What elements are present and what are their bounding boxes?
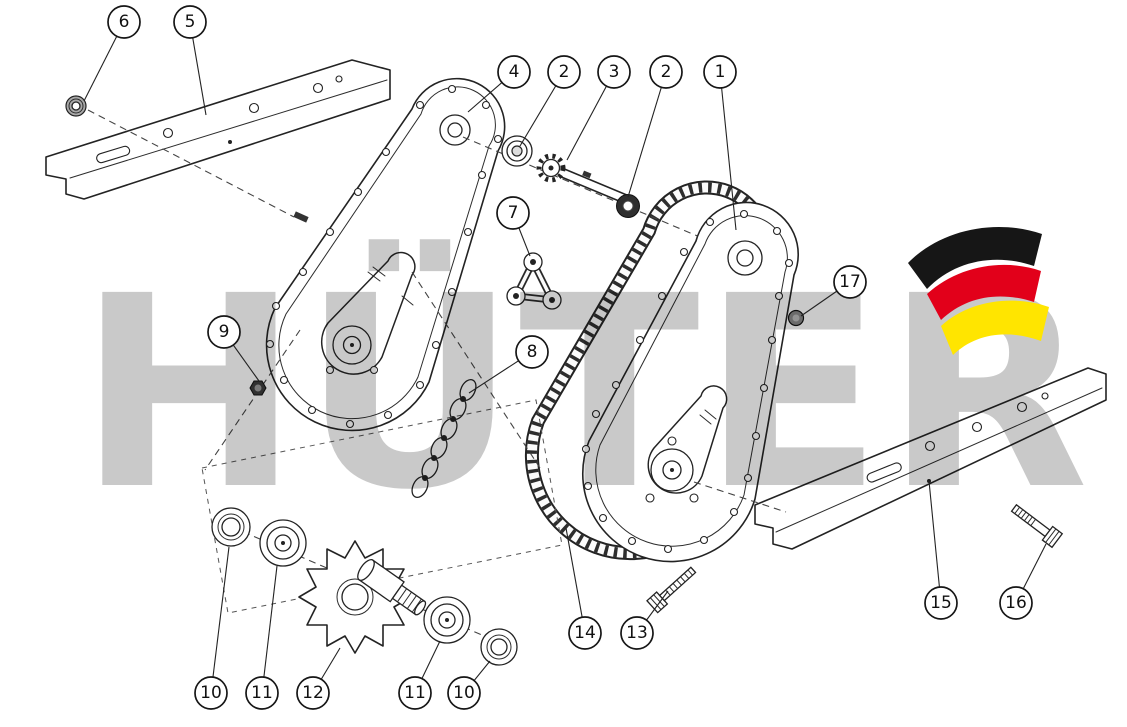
callout-number: 7 — [508, 203, 519, 223]
callout-bubble — [999, 586, 1033, 620]
callout-number: 10 — [453, 683, 475, 703]
callout-leader — [719, 71, 737, 231]
callout-leader — [210, 546, 230, 694]
lower-sprocket-assembly — [211, 507, 518, 666]
washer-part-6 — [65, 95, 87, 117]
callout-15: 15 — [924, 480, 958, 620]
callout-8: 8 — [468, 335, 549, 394]
shaft-lower — [357, 559, 427, 616]
callout-number: 2 — [559, 62, 570, 82]
washer-part-10-right — [480, 628, 518, 666]
callout-bubble — [515, 335, 549, 369]
callout-bubble — [497, 55, 531, 89]
callout-13: 13 — [620, 590, 669, 650]
sprocket-part-3 — [536, 153, 566, 183]
callout-2: 2 — [519, 55, 581, 147]
input-shaft-assembly — [501, 135, 640, 218]
callout-bubble — [703, 55, 737, 89]
mount-rail-right — [754, 367, 1107, 550]
callout-bubble — [296, 676, 330, 710]
callout-10: 10 — [194, 546, 230, 710]
callout-11: 11 — [245, 565, 279, 710]
bearing-part-2-left — [501, 135, 533, 167]
callout-number: 9 — [219, 322, 230, 342]
cover-bolt-holes-right — [581, 209, 794, 554]
callout-bubble — [597, 55, 631, 89]
callout-bubble — [649, 55, 683, 89]
chain-case-cover-right-part-1 — [581, 201, 799, 563]
shaft-key — [582, 170, 592, 179]
callout-number: 4 — [509, 62, 520, 82]
callout-leader — [627, 71, 667, 198]
callout-number: 17 — [839, 272, 861, 292]
callout-4: 4 — [467, 55, 531, 113]
callout-bubble — [568, 616, 602, 650]
tensioner-link-part-7 — [506, 252, 562, 310]
callout-bubble — [447, 676, 481, 710]
cover-bolt-holes-left — [265, 84, 503, 429]
seal-part-2-right — [616, 194, 640, 218]
callout-number: 11 — [251, 683, 273, 703]
callout-leader — [565, 527, 586, 634]
chain-case-cover-left-part-4 — [265, 77, 506, 432]
callout-bubble — [107, 5, 141, 39]
callout-2: 2 — [627, 55, 683, 198]
bearing-part-11-left — [259, 519, 307, 567]
logo-stripe-yellow — [941, 300, 1049, 355]
callout-number: 5 — [185, 12, 196, 32]
callout-number: 13 — [626, 623, 648, 643]
logo-stripe-black — [908, 226, 1042, 289]
callout-7: 7 — [496, 196, 531, 257]
callout-bubble — [924, 586, 958, 620]
callout-leader — [261, 565, 278, 694]
cover-stud — [293, 211, 309, 223]
washer-part-10-left — [211, 507, 251, 547]
callout-1: 1 — [703, 55, 737, 231]
callout-number: 12 — [302, 683, 324, 703]
callout-number: 15 — [930, 593, 952, 613]
callout-11: 11 — [398, 640, 441, 710]
bolt-part-13 — [646, 566, 697, 614]
callout-number: 14 — [574, 623, 596, 643]
callout-number: 2 — [661, 62, 672, 82]
callout-14: 14 — [565, 527, 602, 650]
construction-line-cover-to-rail — [693, 481, 787, 513]
callout-9: 9 — [207, 315, 260, 382]
callout-number: 11 — [404, 683, 426, 703]
callout-10: 10 — [447, 660, 491, 710]
callout-bubble — [496, 196, 530, 230]
callout-number: 3 — [609, 62, 620, 82]
callout-bubble — [620, 616, 654, 650]
plug-part-17 — [787, 309, 805, 327]
callout-bubble — [207, 315, 241, 349]
mount-rail-left — [45, 59, 391, 200]
callout-bubble — [547, 55, 581, 89]
nut-part-9 — [249, 380, 267, 396]
callout-3: 3 — [566, 55, 631, 161]
callout-5: 5 — [173, 5, 207, 116]
callout-6: 6 — [83, 5, 141, 102]
brand-logo — [908, 226, 1049, 355]
callout-16: 16 — [999, 543, 1047, 620]
callout-leader — [928, 480, 942, 604]
callout-number: 8 — [527, 342, 538, 362]
callout-12: 12 — [296, 647, 341, 710]
callout-number: 1 — [715, 62, 726, 82]
callout-bubble — [194, 676, 228, 710]
bearing-part-11-right — [423, 596, 471, 644]
callout-bubble — [398, 676, 432, 710]
callout-17: 17 — [800, 265, 867, 317]
chain-segment-part-8 — [411, 378, 477, 499]
callout-number: 16 — [1005, 593, 1027, 613]
bolt-part-16 — [1010, 503, 1064, 549]
logo-stripe-red — [927, 264, 1041, 320]
callout-number: 6 — [119, 12, 130, 32]
callout-bubble — [833, 265, 867, 299]
callout-bubble — [245, 676, 279, 710]
callout-bubble — [173, 5, 207, 39]
callout-number: 10 — [200, 683, 222, 703]
